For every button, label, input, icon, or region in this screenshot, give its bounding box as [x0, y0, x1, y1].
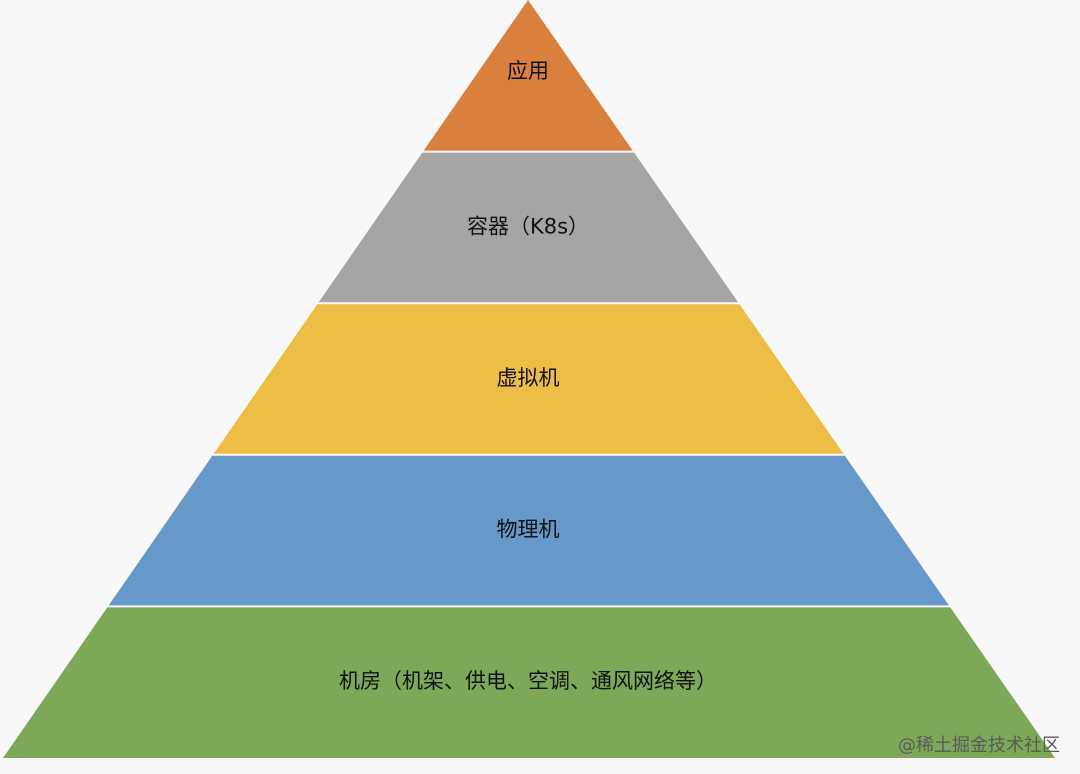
pyramid-layer-label: 物理机 — [497, 518, 560, 542]
watermark: @稀土掘金技术社区 — [898, 735, 1060, 756]
pyramid-layer-shape — [318, 152, 739, 303]
pyramid-layer-shape — [3, 607, 1055, 758]
pyramid-layer: 虚拟机 — [213, 304, 844, 454]
pyramid-layer-shape — [213, 304, 844, 454]
pyramid-layer: 机房（机架、供电、空调、通风网络等） — [3, 607, 1055, 758]
pyramid-layer-label: 容器（K8s） — [467, 214, 589, 238]
pyramid-layer-label: 应用 — [507, 59, 549, 83]
pyramid-layer-shape — [108, 455, 949, 606]
pyramid-layer-label: 机房（机架、供电、空调、通风网络等） — [339, 669, 717, 693]
pyramid-layer-label: 虚拟机 — [497, 366, 560, 390]
pyramid-layer-shape — [423, 0, 633, 151]
pyramid-layer: 容器（K8s） — [318, 152, 739, 303]
pyramid-layer: 应用 — [423, 0, 633, 151]
pyramid-layer: 物理机 — [108, 455, 949, 606]
